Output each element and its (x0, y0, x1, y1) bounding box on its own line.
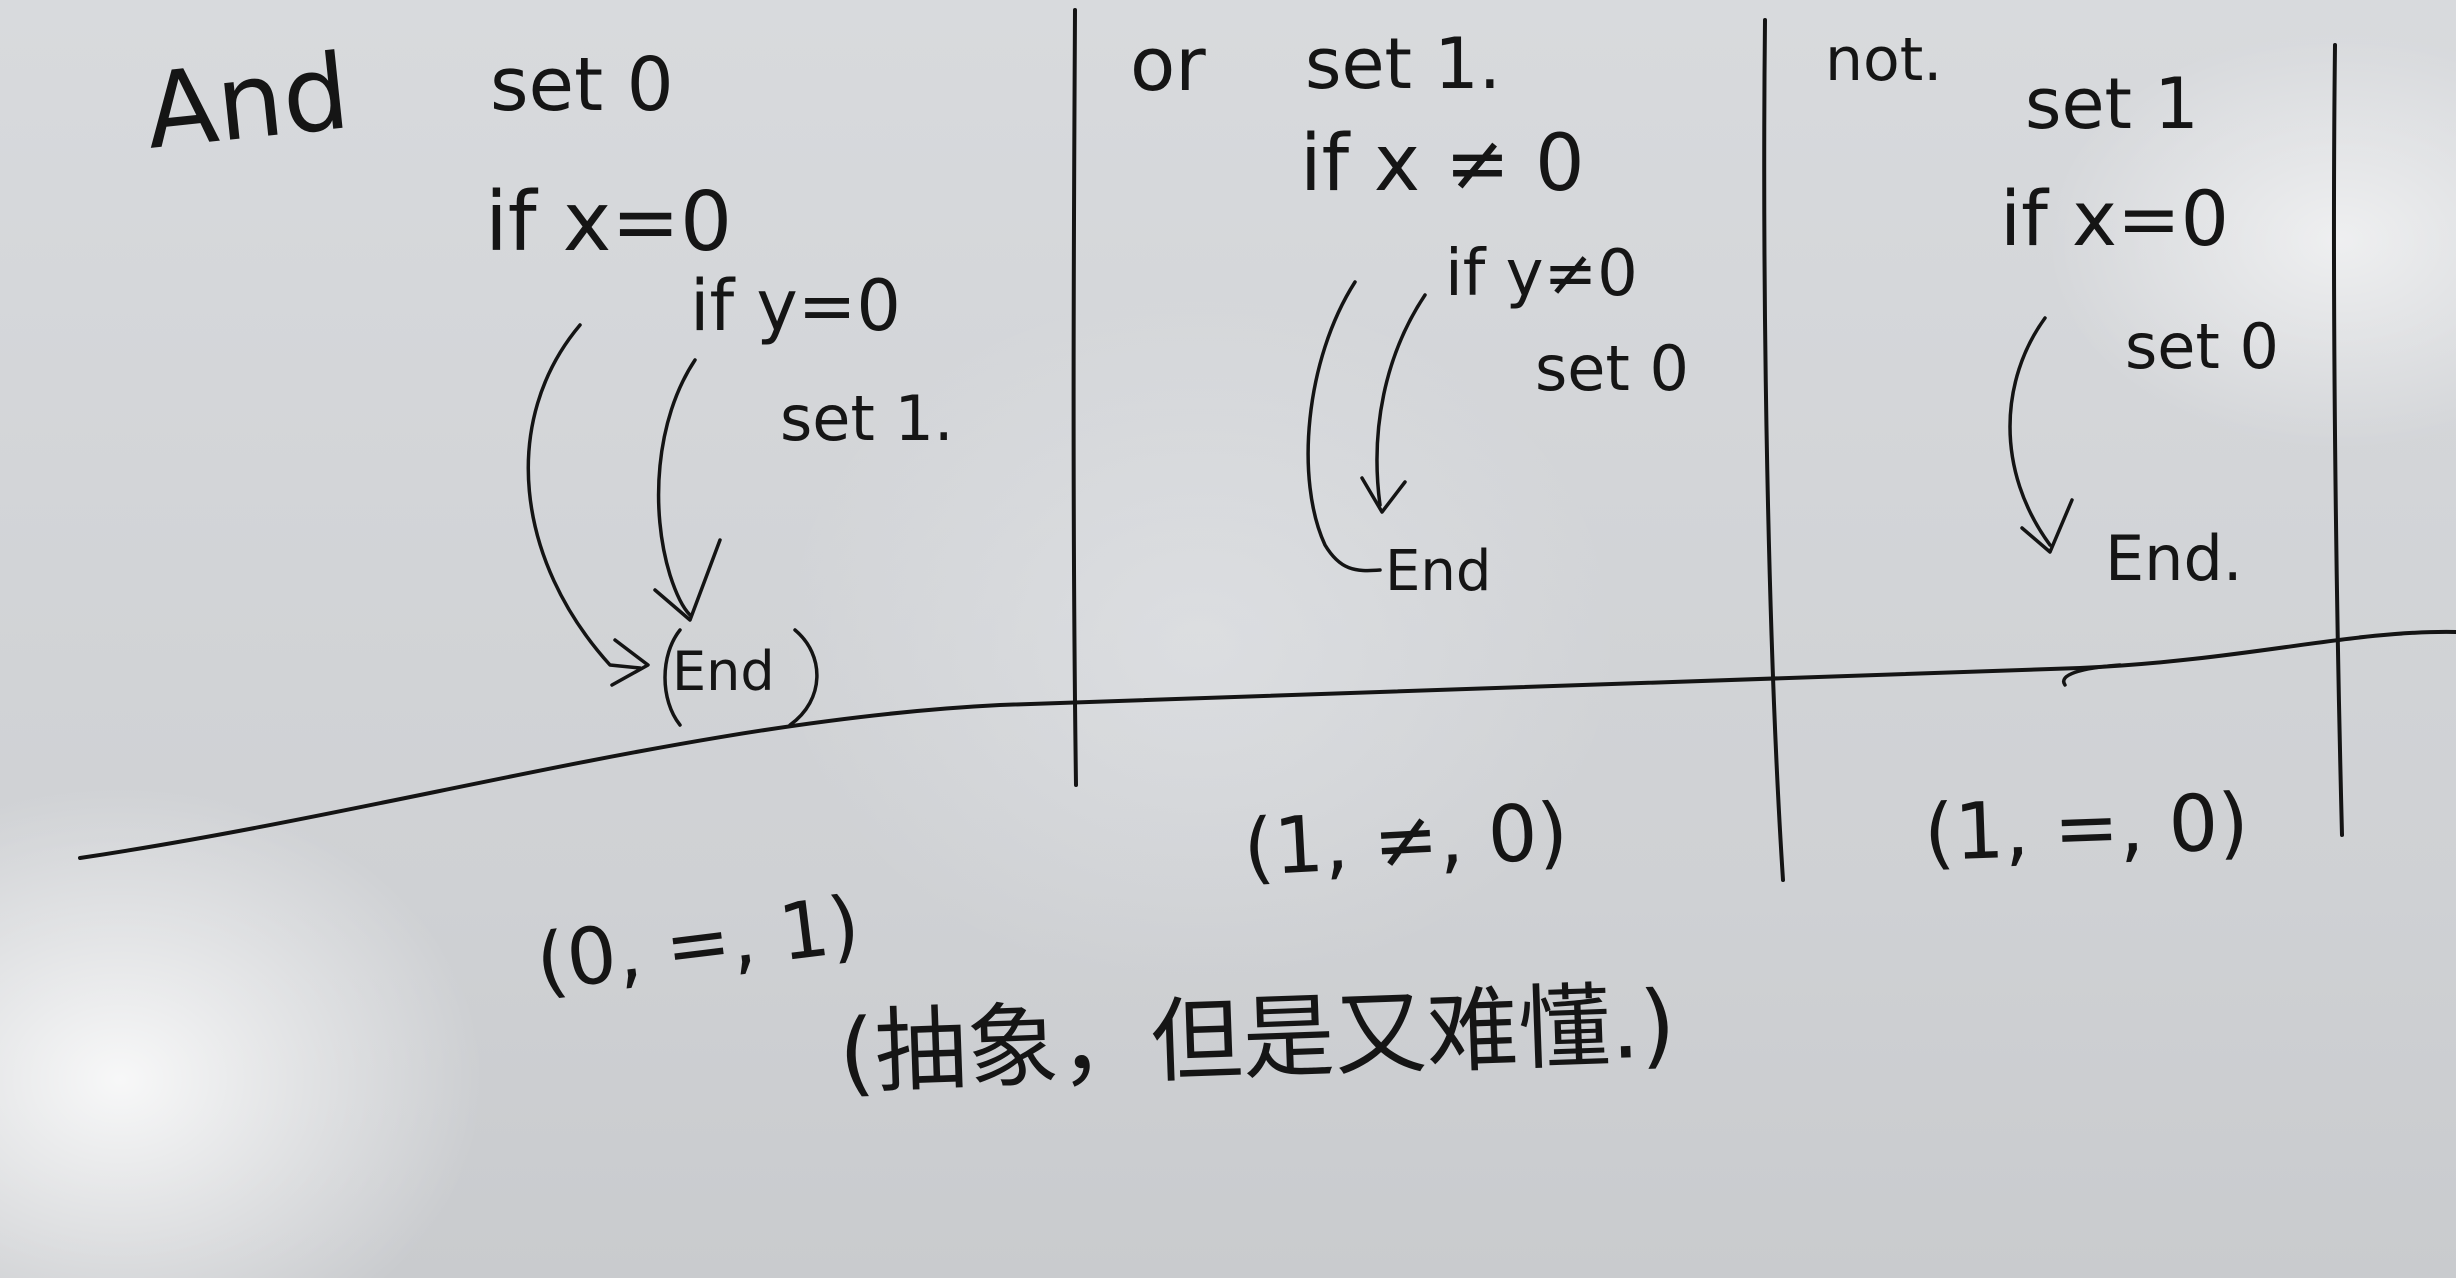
not-line-1: set 1 (2025, 63, 2199, 145)
and-end-right-paren (788, 628, 819, 727)
not-arrowhead (2020, 498, 2074, 554)
horizontal-separator (78, 629, 2456, 860)
or-end: End (1385, 539, 1491, 604)
and-end-left-paren (663, 628, 682, 727)
and-inner-arrowhead (653, 538, 722, 622)
and-line-1: set 0 (490, 42, 674, 128)
and-line-2: if x=0 (485, 175, 732, 270)
not-title: not. (1825, 25, 1942, 95)
or-line-1: set 1. (1305, 23, 1501, 105)
and-inner-arrow (656, 358, 697, 617)
not-end: End. (2105, 522, 2243, 595)
and-end: End (672, 640, 775, 703)
tuple-not: (1, =, 0) (1923, 778, 2251, 879)
and-outer-arrow (526, 323, 642, 670)
or-line-2: if x ≠ 0 (1300, 119, 1585, 209)
or-outer-arrow (1306, 280, 1382, 573)
tuple-or: (1, ≠, 0) (1241, 787, 1570, 894)
separator-hook (2062, 663, 2122, 687)
or-line-3: if y≠0 (1445, 237, 1638, 311)
not-arrow (2008, 316, 2052, 547)
divider-line-2 (1762, 18, 1785, 882)
or-line-4: set 0 (1535, 332, 1689, 405)
or-title: or (1130, 22, 1206, 108)
and-line-4: set 1. (780, 382, 954, 455)
divider-line-1 (1071, 8, 1078, 787)
or-inner-arrowhead (1360, 476, 1407, 514)
and-outer-arrowhead (610, 638, 650, 687)
or-inner-arrow (1375, 293, 1427, 507)
note-text: (抽象，但是又难懂.) (837, 971, 1677, 1107)
not-line-3: set 0 (2125, 310, 2279, 383)
and-title: And (140, 30, 355, 173)
not-line-2: if x=0 (2000, 174, 2229, 263)
and-line-3: if y=0 (690, 265, 901, 347)
divider-line-3 (2331, 43, 2344, 837)
tuple-and: (0, =, 1) (531, 880, 864, 1009)
